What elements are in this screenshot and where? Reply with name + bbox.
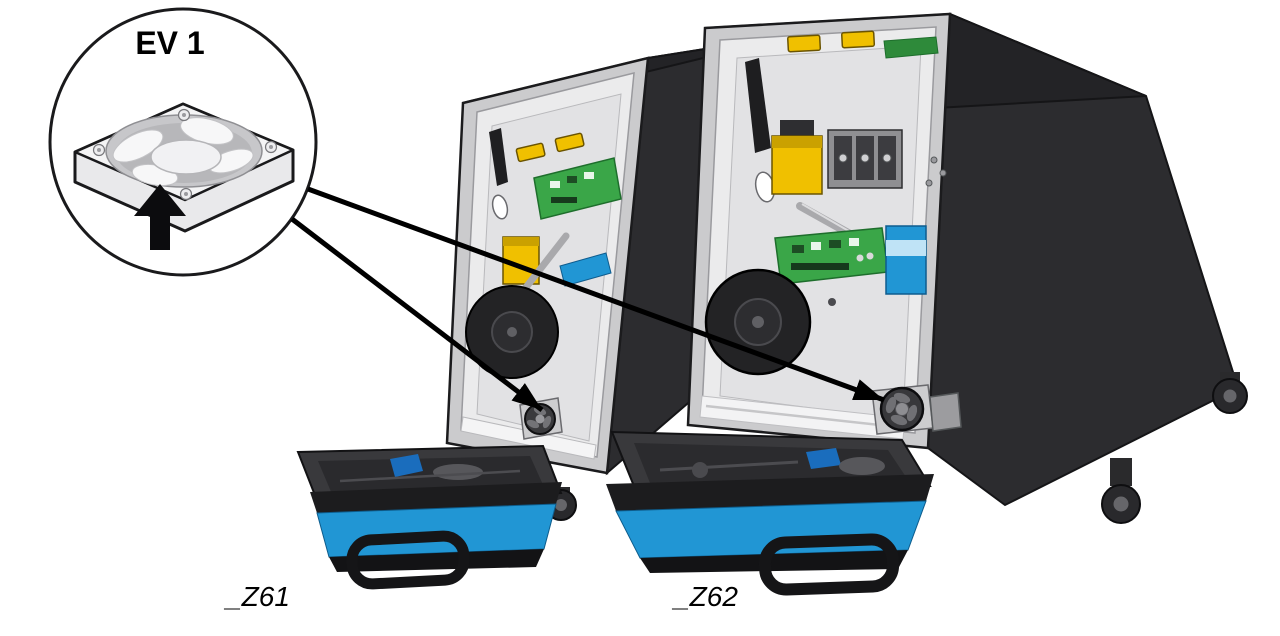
pcb-chip — [792, 245, 804, 253]
caster-fork — [1110, 458, 1132, 486]
pcb-board-top — [883, 36, 939, 59]
blue-module-band — [886, 240, 926, 256]
pcb-capacitor — [856, 254, 864, 262]
hinge-strap — [745, 58, 771, 153]
caster-hub — [1113, 496, 1129, 512]
machine-label-z61: _Z61 — [223, 581, 290, 612]
drawer — [296, 444, 563, 590]
terminal-block — [827, 129, 903, 189]
panel-screw — [930, 156, 938, 164]
blue-module — [885, 225, 927, 295]
panel-screw — [828, 298, 836, 306]
tray-part — [433, 464, 483, 480]
leader-arrows — [290, 186, 885, 412]
tray-blue-box — [390, 454, 423, 477]
fan-screw-dot — [269, 145, 273, 149]
terminal-screw — [860, 153, 870, 163]
tray-part — [692, 462, 708, 478]
tray-part — [839, 457, 885, 475]
terminal-yellow — [554, 132, 585, 153]
cable-tag — [491, 194, 509, 220]
fan-blade — [885, 396, 897, 414]
leader-arrow-to-z61-fan — [290, 217, 544, 412]
fan-blade — [542, 415, 552, 429]
fan-blade — [526, 419, 540, 429]
caster-hub — [555, 499, 567, 511]
pcb-chip — [829, 240, 841, 248]
transformer-core — [780, 120, 814, 138]
machine-label-z62: _Z62 — [671, 581, 738, 612]
blue-label — [559, 252, 612, 287]
hinge-strap — [489, 128, 508, 186]
pcb-board — [533, 157, 622, 220]
caster-wheel — [1212, 372, 1248, 414]
fan-duct — [929, 392, 962, 432]
panel-screw — [925, 179, 933, 187]
leader-arrow-to-z62-fan — [307, 186, 885, 403]
transformer-top — [772, 136, 822, 148]
terminal-yellow — [515, 142, 546, 163]
pcb-chip — [550, 181, 560, 188]
fan-hub — [895, 402, 909, 416]
caster-hub — [1223, 389, 1237, 403]
drawer-bottom — [640, 550, 908, 573]
machine-z62 — [606, 12, 1248, 596]
tray-rib — [339, 469, 521, 483]
fan-screw-dot — [97, 148, 101, 152]
wire-spool-hub — [507, 327, 517, 337]
drawer-handle — [758, 533, 900, 596]
panel-screw — [939, 169, 947, 177]
pcb-chip — [584, 172, 594, 179]
fan-blade — [890, 414, 908, 426]
pcb-connector — [791, 263, 849, 270]
callout: EV 1 — [48, 7, 318, 277]
tray-rib — [659, 460, 799, 472]
terminal-yellow — [841, 30, 876, 49]
drawer-rim — [310, 482, 562, 513]
drawer-rim — [606, 474, 934, 511]
fan-screw-dot — [184, 192, 188, 196]
caster-wheel — [1101, 458, 1141, 524]
wire-spool-hub — [752, 316, 764, 328]
pcb-chip — [811, 242, 821, 250]
fan-blade — [893, 392, 911, 404]
fan-blade — [906, 404, 918, 422]
up-arrow-icon — [134, 184, 186, 250]
fan-blade — [112, 129, 164, 163]
drawer — [606, 430, 934, 596]
fan-hub — [535, 414, 545, 424]
cooling-fan — [879, 386, 925, 432]
relay-top — [503, 237, 539, 246]
fan-hub — [150, 139, 222, 175]
drawer-handle — [346, 530, 470, 590]
callout-label: EV 1 — [135, 25, 204, 61]
terminal-yellow — [787, 34, 822, 53]
pcb-chip — [567, 176, 577, 183]
tray-blue-box — [806, 448, 841, 469]
terminal-screw — [882, 153, 892, 163]
terminal-screw — [838, 153, 848, 163]
pcb-chip — [849, 238, 859, 246]
cooling-fan — [524, 403, 556, 435]
floor-rail — [705, 404, 899, 429]
drawer-bottom — [329, 549, 544, 572]
fan-screw-dot — [182, 113, 186, 117]
pcb-capacitor — [866, 252, 874, 260]
fan-icon — [73, 102, 295, 233]
pcb-connector — [551, 197, 577, 203]
machine-z61 — [296, 31, 835, 590]
